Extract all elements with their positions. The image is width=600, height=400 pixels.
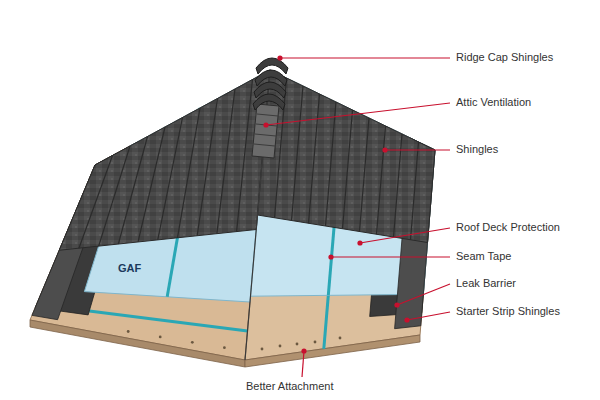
shingle-course: [237, 80, 253, 232]
nail: [127, 330, 130, 333]
leader-dot: [357, 240, 362, 245]
shingle-course: [326, 102, 337, 226]
part-label: Shingles: [456, 143, 498, 156]
shingle-course: [138, 127, 165, 242]
leader-line: [331, 256, 450, 257]
nail: [279, 345, 282, 348]
part-label: Leak Barrier: [456, 277, 516, 290]
part-label: Ridge Cap Shingles: [456, 51, 553, 64]
part-label: Attic Ventilation: [456, 96, 531, 109]
leader-line: [302, 351, 304, 377]
vent-slot: [255, 134, 276, 136]
shingle-course: [217, 89, 235, 234]
nail: [339, 337, 342, 340]
shingle-course: [343, 110, 353, 229]
shingle-course: [377, 126, 386, 234]
nail-dots: [127, 330, 342, 350]
nail: [159, 336, 162, 339]
vent-slot: [257, 114, 278, 116]
shingle-course: [360, 118, 370, 232]
nail: [261, 348, 264, 351]
roof-deck: [30, 70, 270, 360]
part-label: Roof Deck Protection: [456, 221, 560, 234]
shingle-courses: [79, 78, 419, 248]
seam-tape: [89, 311, 247, 331]
nail: [296, 343, 299, 346]
shingle-course: [158, 118, 183, 240]
vent-slot: [254, 144, 275, 146]
leader-dot: [263, 122, 268, 127]
leader-dot: [404, 317, 409, 322]
part-label: Starter Strip Shingles: [456, 305, 560, 318]
shingle-course: [79, 156, 113, 249]
nail: [314, 341, 317, 344]
leader-line: [385, 149, 450, 150]
shingle-course: [118, 137, 147, 245]
leader-dot: [301, 348, 306, 353]
leader-line: [407, 312, 450, 320]
brand-mark: GAF: [118, 262, 141, 275]
leader-line: [360, 228, 450, 243]
shingle-course: [197, 99, 217, 236]
deck-edge: [245, 335, 420, 367]
part-label: Seam Tape: [456, 250, 511, 263]
ridge-caps: [253, 58, 288, 110]
leader-line: [397, 284, 450, 305]
roof-deck: [245, 70, 435, 360]
ridge-vent: [252, 104, 279, 158]
leader-dot: [394, 302, 399, 307]
vent-slots: [254, 114, 278, 146]
shingle-course: [292, 86, 304, 221]
leader-dot: [328, 254, 333, 259]
part-label: Better Attachment: [246, 380, 333, 393]
shingle-course: [411, 142, 419, 240]
leader-dots: [263, 55, 409, 353]
shingle-course: [99, 146, 130, 246]
nail: [223, 346, 226, 349]
leader-dot: [277, 55, 282, 60]
leader-dot: [382, 147, 387, 152]
ridge-cap: [256, 58, 288, 74]
leader-line: [266, 103, 450, 125]
shingle-course: [309, 94, 320, 223]
leader-lines: [266, 58, 450, 377]
shingles: [59, 70, 270, 250]
seam-tape: [324, 295, 329, 349]
leader-line: [280, 57, 450, 58]
nail: [191, 341, 194, 344]
